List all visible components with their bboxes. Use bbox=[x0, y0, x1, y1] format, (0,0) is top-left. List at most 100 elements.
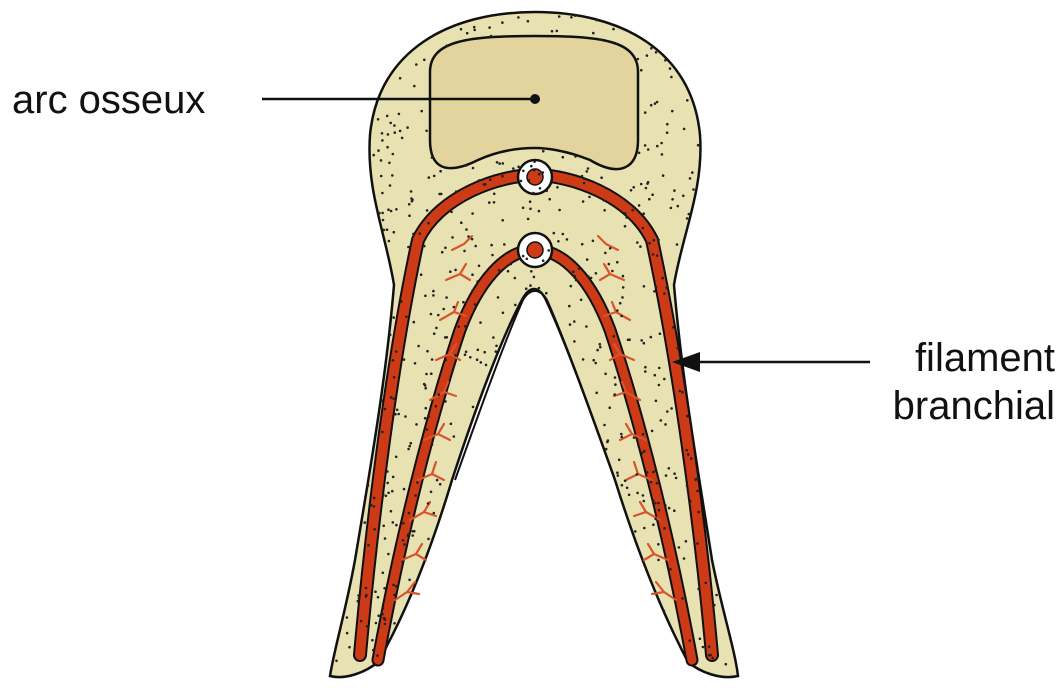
stipple-dot bbox=[373, 528, 376, 531]
stipple-dot bbox=[396, 409, 399, 412]
stipple-dot bbox=[614, 383, 617, 386]
stipple-dot bbox=[408, 579, 411, 582]
stipple-dot bbox=[410, 442, 413, 445]
stipple-dot bbox=[467, 235, 470, 238]
stipple-dot bbox=[431, 156, 434, 159]
stipple-dot bbox=[432, 294, 435, 297]
stipple-dot bbox=[514, 277, 517, 280]
stipple-dot bbox=[428, 176, 431, 179]
stipple-dot bbox=[490, 35, 493, 38]
stipple-dot bbox=[616, 309, 619, 312]
stipple-dot bbox=[570, 285, 573, 288]
stipple-dot bbox=[570, 16, 573, 19]
stipple-dot bbox=[402, 522, 405, 525]
label-gill-filament: filament branchial bbox=[893, 334, 1055, 430]
stipple-dot bbox=[616, 368, 619, 371]
stipple-dot bbox=[569, 323, 572, 326]
stipple-dot bbox=[393, 231, 396, 234]
stipple-dot bbox=[670, 207, 673, 210]
label-gill-filament-line1: filament bbox=[893, 334, 1055, 382]
stipple-dot bbox=[624, 212, 627, 215]
stipple-dot bbox=[572, 271, 575, 274]
stipple-dot bbox=[424, 417, 427, 420]
stipple-dot bbox=[373, 505, 376, 508]
stipple-dot bbox=[366, 625, 369, 628]
stipple-dot bbox=[641, 452, 644, 455]
stipple-dot bbox=[527, 218, 530, 221]
stipple-dot bbox=[683, 128, 686, 131]
stipple-dot bbox=[666, 123, 669, 126]
stipple-dot bbox=[462, 301, 465, 304]
stipple-dot bbox=[654, 102, 657, 105]
stipple-dot bbox=[406, 126, 409, 129]
stipple-dot bbox=[646, 471, 649, 474]
stipple-dot bbox=[533, 169, 536, 172]
stipple-dot bbox=[476, 280, 479, 283]
stipple-dot bbox=[652, 253, 655, 256]
stipple-dot bbox=[454, 269, 457, 272]
stipple-dot bbox=[387, 208, 390, 211]
stipple-dot bbox=[654, 469, 657, 472]
stipple-dot bbox=[387, 492, 390, 495]
stipple-dot bbox=[417, 345, 420, 348]
stipple-dot bbox=[643, 285, 646, 288]
stipple-dot bbox=[471, 238, 474, 241]
stipple-dot bbox=[632, 186, 635, 189]
stipple-dot bbox=[662, 174, 665, 177]
stipple-dot bbox=[669, 67, 672, 70]
stipple-dot bbox=[501, 219, 504, 222]
stipple-dot bbox=[526, 258, 529, 261]
stipple-dot bbox=[558, 15, 561, 18]
stipple-dot bbox=[603, 424, 606, 427]
stipple-dot bbox=[529, 200, 532, 203]
stipple-dot bbox=[433, 512, 436, 515]
stipple-dot bbox=[432, 290, 435, 293]
stipple-dot bbox=[420, 110, 423, 113]
stipple-dot bbox=[444, 400, 447, 403]
stipple-dot bbox=[460, 28, 463, 31]
stipple-dot bbox=[457, 325, 460, 328]
stipple-dot bbox=[522, 207, 525, 210]
stipple-dot bbox=[658, 509, 661, 512]
stipple-dot bbox=[377, 149, 380, 152]
stipple-dot bbox=[465, 164, 468, 167]
stipple-dot bbox=[423, 245, 426, 248]
stipple-dot bbox=[408, 203, 411, 206]
stipple-dot bbox=[603, 209, 606, 212]
stipple-dot bbox=[363, 521, 366, 524]
stipple-dot bbox=[365, 595, 368, 598]
stipple-dot bbox=[599, 346, 602, 349]
stipple-dot bbox=[473, 29, 476, 32]
stipple-dot bbox=[348, 646, 351, 649]
stipple-dot bbox=[656, 254, 659, 257]
stipple-dot bbox=[472, 406, 475, 409]
stipple-dot bbox=[415, 423, 418, 426]
stipple-dot bbox=[663, 610, 666, 613]
stipple-dot bbox=[616, 261, 619, 264]
stipple-dot bbox=[384, 623, 387, 626]
stipple-dot bbox=[654, 518, 657, 521]
stipple-dot bbox=[489, 179, 492, 182]
stipple-dot bbox=[614, 376, 617, 379]
stipple-dot bbox=[530, 270, 533, 273]
stipple-dot bbox=[385, 495, 388, 498]
stipple-dot bbox=[388, 240, 391, 243]
stipple-dot bbox=[657, 239, 660, 242]
stipple-dot bbox=[682, 195, 685, 198]
stipple-dot bbox=[403, 543, 406, 546]
stipple-dot bbox=[426, 428, 429, 431]
stipple-dot bbox=[575, 279, 578, 282]
stipple-dot bbox=[670, 407, 673, 410]
stipple-dot bbox=[583, 182, 586, 185]
stipple-dot bbox=[674, 600, 677, 603]
stipple-dot bbox=[648, 198, 651, 201]
stipple-dot bbox=[654, 374, 657, 377]
stipple-dot bbox=[453, 435, 456, 438]
stipple-dot bbox=[664, 504, 667, 507]
stipple-dot bbox=[382, 607, 385, 610]
stipple-dot bbox=[638, 152, 641, 155]
stipple-dot bbox=[474, 303, 477, 306]
stipple-dot bbox=[687, 490, 690, 493]
stipple-dot bbox=[642, 494, 645, 497]
